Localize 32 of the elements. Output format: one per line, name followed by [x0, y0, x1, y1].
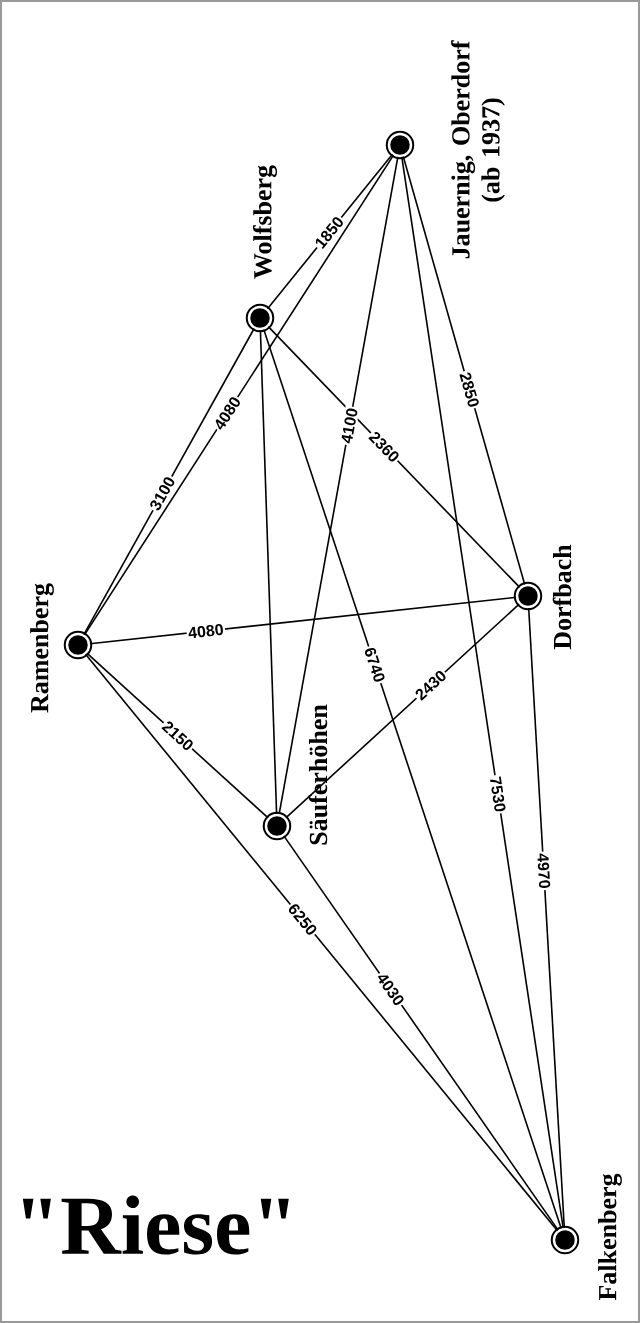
- station-marker: [385, 130, 415, 160]
- route-line: [527, 607, 566, 1229]
- title: "Riese": [22, 1195, 289, 1255]
- distance-label: 4080: [188, 624, 223, 638]
- station-name: Ramenberg: [30, 583, 54, 713]
- route-line: [259, 329, 278, 815]
- distance-label: 7530: [490, 776, 506, 812]
- station-name: Wolfsberg: [253, 165, 277, 279]
- route-line: [83, 327, 255, 636]
- route-line: [278, 156, 399, 815]
- distance-label: 6740: [364, 647, 385, 682]
- route-line: [84, 653, 559, 1232]
- station-marker: [262, 811, 292, 841]
- station-marker: [550, 1225, 580, 1255]
- route-line: [285, 603, 520, 819]
- distance-label: 4970: [537, 853, 551, 888]
- distance-label: 4100: [341, 408, 358, 444]
- distance-label: 3100: [150, 477, 175, 511]
- distance-label: 2850: [459, 372, 479, 407]
- route-line: [89, 596, 517, 645]
- station-name: Dorfbach: [552, 544, 572, 650]
- route-line: [402, 155, 526, 586]
- route-line: [262, 328, 562, 1230]
- route-line: [83, 154, 395, 636]
- route-line: [283, 835, 559, 1231]
- station-name: Falkenberg: [598, 1173, 622, 1301]
- station-name: Jauernig, Oberdorf (ab 1937): [451, 40, 505, 259]
- station-marker: [513, 581, 543, 611]
- route-line: [400, 156, 564, 1229]
- station-marker: [245, 303, 275, 333]
- station-marker: [63, 630, 93, 660]
- station-name: Säuferhöhen: [308, 704, 328, 845]
